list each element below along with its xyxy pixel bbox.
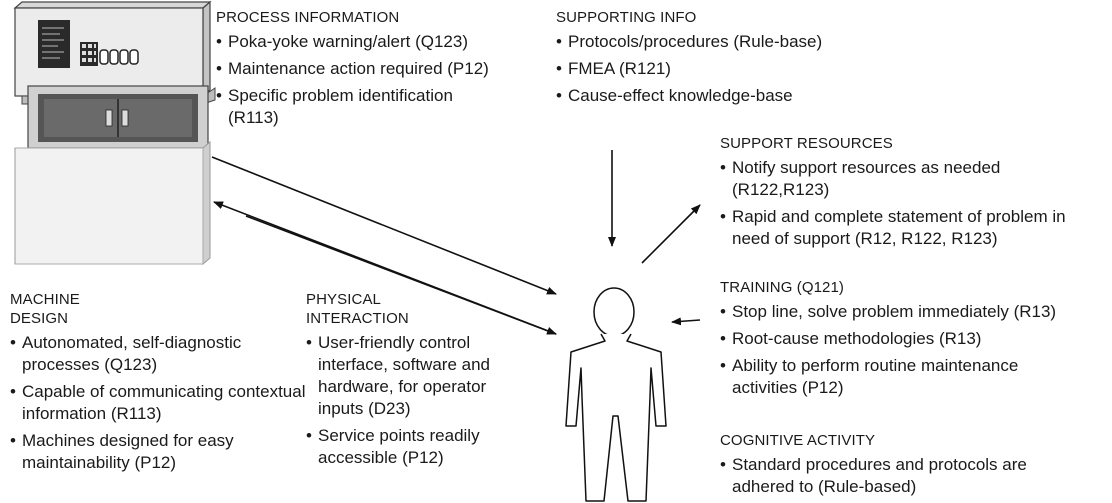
- list-item: Machines designed for easy maintainabili…: [10, 430, 292, 474]
- list-item: Specific problem identification (R113): [216, 85, 473, 129]
- list-item: Cause-effect knowledge-base: [556, 85, 886, 107]
- list-item: Protocols/procedures (Rule-base): [556, 31, 886, 53]
- list-item: Root-cause methodologies (R13): [720, 328, 1112, 350]
- support-resources-section: SUPPORT RESOURCES Notify support resourc…: [720, 134, 1105, 255]
- support-resources-list: Notify support resources as needed (R122…: [720, 157, 1105, 250]
- supporting-info-section: SUPPORTING INFO Protocols/procedures (Ru…: [556, 8, 886, 112]
- arrow-operator-to-support-resources: [641, 204, 701, 264]
- cognitive-activity-heading: COGNITIVE ACTIVITY: [720, 432, 876, 449]
- supporting-info-list: Protocols/procedures (Rule-base) FMEA (R…: [556, 31, 886, 107]
- training-list: Stop line, solve problem immediately (R1…: [720, 301, 1112, 399]
- process-information-list: Poka-yoke warning/alert (Q123) Maintenan…: [216, 31, 516, 129]
- list-item: Standard procedures and protocols are ad…: [720, 454, 1067, 498]
- process-information-section: PROCESS INFORMATION Poka-yoke warning/al…: [216, 8, 516, 134]
- machine-design-heading: MACHINE DESIGN: [10, 291, 80, 327]
- machine-design-list: Autonomated, self-diagnostic processes (…: [10, 332, 310, 474]
- arrow-machine-to-operator-lower: [245, 215, 557, 335]
- machine-design-section: MACHINE DESIGN Autonomated, self-diagnos…: [10, 290, 310, 479]
- training-heading: TRAINING (Q121): [720, 279, 845, 296]
- list-item: Notify support resources as needed (R122…: [720, 157, 1052, 201]
- process-information-heading: PROCESS INFORMATION: [216, 9, 400, 26]
- list-item: Maintenance action required (P12): [216, 58, 516, 80]
- supporting-info-heading: SUPPORTING INFO: [556, 9, 697, 26]
- arrow-training-to-operator: [671, 317, 701, 326]
- cognitive-activity-list: Standard procedures and protocols are ad…: [720, 454, 1105, 498]
- support-resources-heading: SUPPORT RESOURCES: [720, 135, 893, 152]
- flow-arrows: [211, 150, 701, 335]
- list-item: FMEA (R121): [556, 58, 886, 80]
- list-item: Service points readily accessible (P12): [306, 425, 508, 469]
- list-item: User-friendly control interface, softwar…: [306, 332, 526, 420]
- operator-figure: [565, 287, 667, 502]
- list-item: Poka-yoke warning/alert (Q123): [216, 31, 516, 53]
- list-item: Capable of communicating contextual info…: [10, 381, 310, 425]
- physical-interaction-list: User-friendly control interface, softwar…: [306, 332, 526, 469]
- arrow-machine-to-operator-upper: [211, 156, 557, 295]
- physical-interaction-heading: PHYSICAL INTERACTION: [306, 291, 409, 327]
- list-item: Rapid and complete statement of problem …: [720, 206, 1105, 250]
- list-item: Ability to perform routine maintenance a…: [720, 355, 1077, 399]
- machine-illustration: [13, 0, 216, 266]
- list-item: Stop line, solve problem immediately (R1…: [720, 301, 1112, 323]
- physical-interaction-section: PHYSICAL INTERACTION User-friendly contr…: [306, 290, 526, 474]
- list-item: Autonomated, self-diagnostic processes (…: [10, 332, 297, 376]
- cognitive-activity-section: COGNITIVE ACTIVITY Standard procedures a…: [720, 431, 1105, 503]
- training-section: TRAINING (Q121) Stop line, solve problem…: [720, 278, 1112, 404]
